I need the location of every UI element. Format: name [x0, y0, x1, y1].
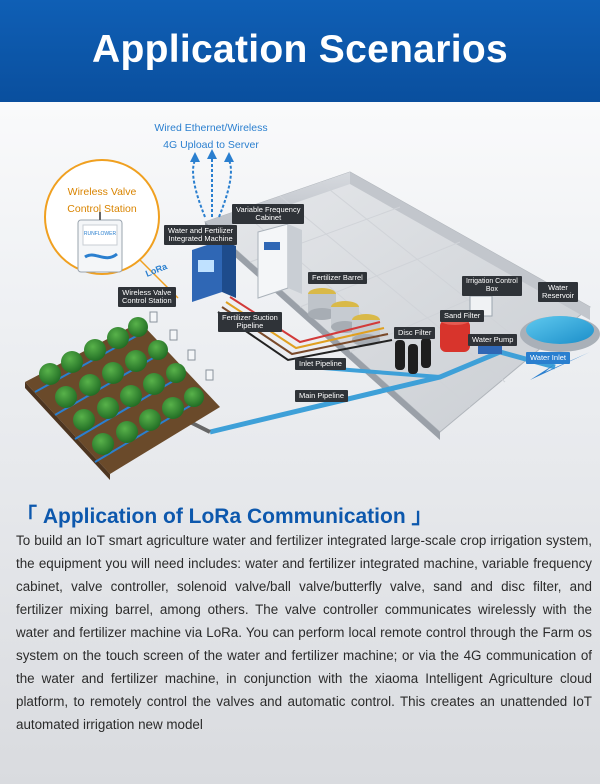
label-water-inlet: Water Inlet [526, 352, 570, 364]
label-text: Fertilizer Suction [222, 313, 278, 322]
upload-label-line1: Wired Ethernet/Wireless [154, 122, 268, 134]
label-text: Variable Frequency [236, 205, 301, 214]
bubble-label-line2: Control Station [67, 203, 137, 215]
label-irrigation-control-box: Irrigation Control Box [462, 276, 522, 296]
label-text: Control Station [122, 296, 172, 305]
svg-text:RUNFLOWER: RUNFLOWER [84, 231, 117, 237]
label-fertilizer-suction-pipeline: Fertilizer Suction Pipeline [218, 312, 282, 332]
label-text: Reservoir [542, 291, 575, 300]
label-water-pump: Water Pump [468, 334, 518, 346]
section-body: To build an IoT smart agriculture water … [16, 533, 592, 732]
diagram-illustration: RUNFLOWER [25, 149, 600, 480]
upload-label: Wired Ethernet/Wireless 4G Upload to Ser… [126, 120, 296, 154]
label-wireless-valve-station: Wireless Valve Control Station [118, 287, 176, 307]
label-text: Wireless Valve [122, 288, 172, 297]
section-title: 「 Application of LoRa Communication 」 [16, 505, 433, 528]
label-variable-frequency-cabinet: Variable Frequency Cabinet [232, 204, 305, 224]
bubble-label-line1: Wireless Valve [67, 186, 137, 198]
label-disc-filter: Disc Filter [394, 327, 436, 339]
page-title: Application Scenarios [92, 28, 508, 71]
label-text: Water [548, 283, 568, 292]
header-banner: Application Scenarios [0, 0, 600, 102]
irrigation-diagram: RUNFLOWER [0, 102, 600, 482]
label-sand-filter: Sand Filter [440, 310, 485, 322]
label-inlet-pipeline: Inlet Pipeline [295, 358, 346, 370]
label-text: Integrated Machine [168, 234, 233, 243]
bubble-label: Wireless Valve Control Station [47, 184, 157, 218]
upload-label-line2: 4G Upload to Server [163, 139, 259, 151]
label-text: Irrigation Control [466, 278, 518, 285]
label-text: Water and Fertilizer [168, 226, 234, 235]
label-water-reservoir: Water Reservoir [538, 282, 579, 302]
label-text: Pipeline [236, 321, 264, 330]
label-fertilizer-barrel: Fertilizer Barrel [308, 272, 367, 284]
label-water-fertilizer-machine: Water and Fertilizer Integrated Machine [164, 225, 238, 245]
label-main-pipeline: Main Pipeline [295, 390, 349, 402]
label-text: Box [485, 286, 498, 293]
label-text: Cabinet [255, 213, 282, 222]
